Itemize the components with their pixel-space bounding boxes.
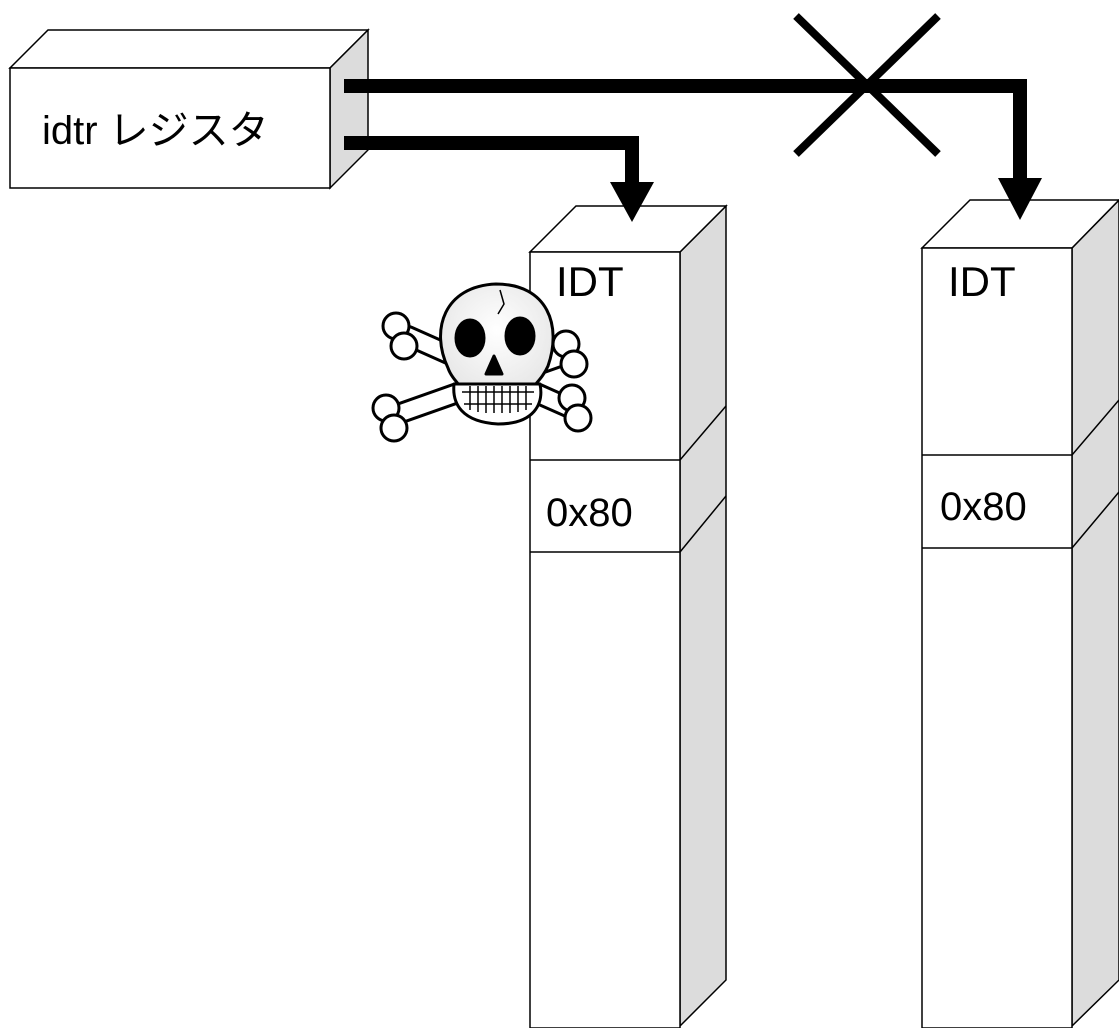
idt-title-original: IDT	[948, 258, 1016, 305]
idt-column-hijacked: IDT 0x80	[530, 206, 726, 1028]
idt-column-original: IDT 0x80	[922, 200, 1119, 1028]
idtr-register-box: idtr レジスタ	[10, 30, 368, 188]
idt-entry-original: 0x80	[940, 485, 1027, 529]
idt-title-hijacked: IDT	[556, 258, 624, 305]
register-label: idtr レジスタ	[42, 109, 269, 153]
idt-entry-hijacked: 0x80	[546, 491, 633, 535]
